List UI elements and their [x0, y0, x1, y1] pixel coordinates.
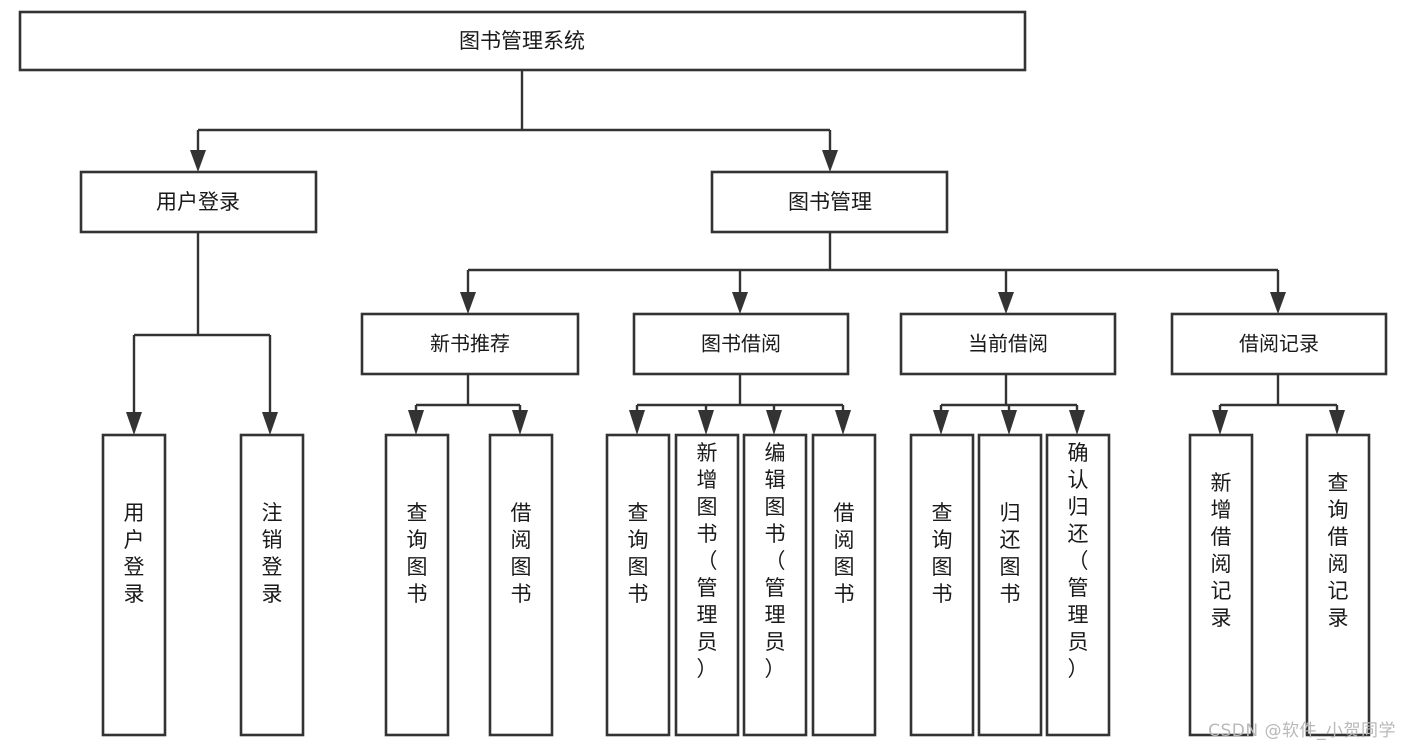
- node-book-manage-box[interactable]: [710, 170, 949, 234]
- leaf-query-book-3-label: 查询图书: [932, 501, 953, 606]
- leaf-borrow-book-1-label: 借阅图书: [511, 501, 532, 606]
- node-user-login[interactable]: 用户登录: [79, 170, 318, 234]
- node-current-borrow-label: 当前借阅: [968, 332, 1048, 356]
- leaf-logout-login-label: 注销登录: [262, 501, 283, 606]
- leaf-user-login-box[interactable]: [101, 433, 167, 737]
- arrow-to-leaf-confirm-return-admin: [1069, 410, 1085, 435]
- arrow-to-current-borrow: [998, 292, 1014, 314]
- node-new-book-recommend-box[interactable]: [360, 312, 580, 376]
- arrow-to-borrow-record: [1270, 292, 1286, 314]
- node-borrow-record-label: 借阅记录: [1239, 332, 1319, 356]
- leaf-add-book-admin-box[interactable]: [674, 433, 740, 737]
- arrow-to-leaf-borrow-book-2: [835, 410, 851, 435]
- leaf-borrow-book-2[interactable]: 借阅图书: [811, 433, 877, 737]
- leaf-query-book-2[interactable]: 查询图书: [605, 433, 671, 737]
- arrow-to-leaf-query-borrow-record: [1329, 410, 1345, 435]
- leaf-edit-book-admin-label: 编辑图书（管理员）: [765, 441, 786, 681]
- leaf-logout-login[interactable]: 注销登录: [239, 433, 305, 737]
- csdn-watermark: CSDN @软件_小贺同学: [1208, 721, 1396, 741]
- arrow-to-leaf-add-borrow-record: [1212, 410, 1228, 435]
- node-borrow-record-box[interactable]: [1170, 312, 1388, 376]
- leaf-add-book-admin-label: 新增图书（管理员）: [697, 441, 718, 681]
- leaf-query-book-1[interactable]: 查询图书: [384, 433, 450, 737]
- leaf-return-book-label: 归还图书: [1000, 501, 1021, 606]
- arrow-to-leaf-query-book-1: [408, 410, 424, 435]
- node-book-borrow-label: 图书借阅: [701, 332, 781, 356]
- leaf-query-book-1-box[interactable]: [384, 433, 450, 737]
- arrow-to-book-manage: [822, 150, 838, 172]
- leaf-add-borrow-record-box[interactable]: [1188, 433, 1254, 737]
- leaf-borrow-book-2-box[interactable]: [811, 433, 877, 737]
- leaf-confirm-return-admin-box[interactable]: [1045, 433, 1111, 737]
- connector-layer: [126, 70, 1345, 435]
- leaf-query-book-2-box[interactable]: [605, 433, 671, 737]
- leaf-query-book-1-label: 查询图书: [407, 501, 428, 606]
- node-book-borrow-box[interactable]: [632, 312, 850, 376]
- arrow-to-leaf-user-login: [126, 412, 142, 435]
- arrow-to-book-borrow: [732, 292, 748, 314]
- leaf-user-login-label: 用户登录: [124, 501, 145, 606]
- node-user-login-label: 用户登录: [156, 190, 240, 214]
- arrow-to-user-login: [190, 150, 206, 172]
- node-book-borrow[interactable]: 图书借阅: [632, 312, 850, 376]
- arrow-to-leaf-edit-book-admin: [766, 410, 782, 435]
- leaf-query-borrow-record[interactable]: 查询借阅记录: [1305, 433, 1371, 737]
- leaf-edit-book-admin[interactable]: 编辑图书（管理员）: [742, 433, 808, 737]
- leaf-confirm-return-admin-label: 确认归还（管理员）: [1068, 441, 1089, 681]
- node-user-login-box[interactable]: [79, 170, 318, 234]
- leaf-logout-login-box[interactable]: [239, 433, 305, 737]
- node-book-manage-label: 图书管理: [788, 190, 872, 214]
- arrow-to-leaf-add-book-admin: [698, 410, 714, 435]
- node-new-book-recommend-label: 新书推荐: [430, 332, 510, 356]
- node-new-book-recommend[interactable]: 新书推荐: [360, 312, 580, 376]
- arrow-to-leaf-logout-login: [262, 412, 278, 435]
- leaf-add-book-admin[interactable]: 新增图书（管理员）: [674, 433, 740, 737]
- leaf-query-borrow-record-label: 查询借阅记录: [1328, 471, 1349, 630]
- leaf-query-book-2-label: 查询图书: [628, 501, 649, 606]
- arrow-to-new-book: [460, 292, 476, 314]
- leaf-query-book-3-box[interactable]: [909, 433, 975, 737]
- leaf-query-book-3[interactable]: 查询图书: [909, 433, 975, 737]
- leaf-query-borrow-record-box[interactable]: [1305, 433, 1371, 737]
- node-borrow-record[interactable]: 借阅记录: [1170, 312, 1388, 376]
- leaf-borrow-book-1-box[interactable]: [488, 433, 554, 737]
- node-root[interactable]: 图书管理系统: [18, 10, 1027, 72]
- node-current-borrow[interactable]: 当前借阅: [899, 312, 1117, 376]
- node-root-box[interactable]: [18, 10, 1027, 72]
- leaf-borrow-book-2-label: 借阅图书: [834, 501, 855, 606]
- leaf-edit-book-admin-box[interactable]: [742, 433, 808, 737]
- leaf-add-borrow-record-label: 新增借阅记录: [1211, 471, 1232, 630]
- node-current-borrow-box[interactable]: [899, 312, 1117, 376]
- leaf-add-borrow-record[interactable]: 新增借阅记录: [1188, 433, 1254, 737]
- leaf-confirm-return-admin[interactable]: 确认归还（管理员）: [1045, 433, 1111, 737]
- arrow-to-leaf-borrow-book-1: [512, 410, 528, 435]
- leaf-return-book[interactable]: 归还图书: [977, 433, 1043, 737]
- node-book-manage[interactable]: 图书管理: [710, 170, 949, 234]
- arrow-to-leaf-query-book-2: [629, 410, 645, 435]
- leaf-borrow-book-1[interactable]: 借阅图书: [488, 433, 554, 737]
- arrow-to-leaf-return-book: [1001, 410, 1017, 435]
- node-root-label: 图书管理系统: [459, 29, 585, 53]
- leaf-user-login[interactable]: 用户登录: [101, 433, 167, 737]
- leaf-return-book-box[interactable]: [977, 433, 1043, 737]
- arrow-to-leaf-query-book-3: [933, 410, 949, 435]
